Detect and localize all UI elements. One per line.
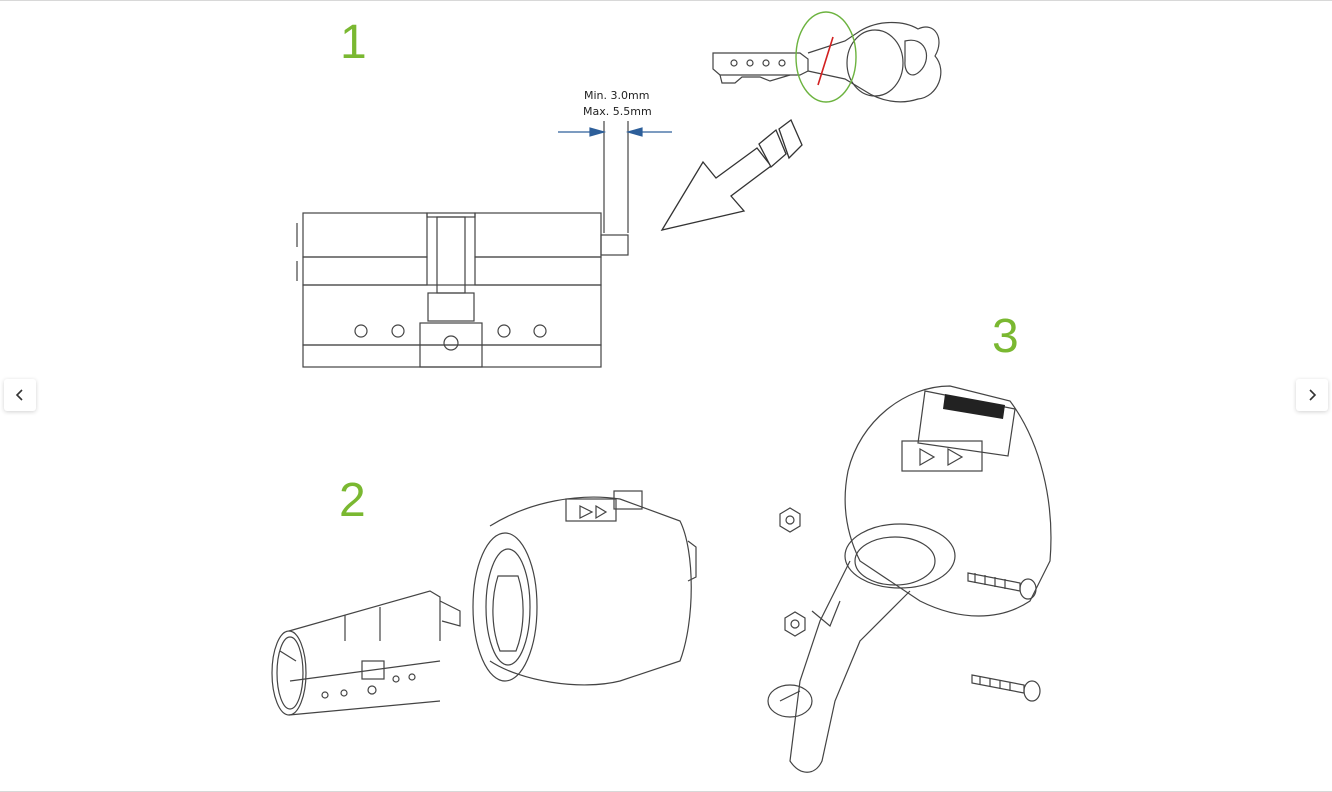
cylinder-side-view (296, 212, 629, 368)
smart-lock-module-side (472, 490, 697, 686)
dimension-max-label: Max. 5.5mm (583, 105, 652, 118)
screw-top (967, 572, 1037, 600)
smart-lock-assembled (767, 385, 1052, 773)
chevron-left-icon (15, 389, 23, 401)
nut-bottom (784, 611, 806, 637)
step-number-2: 2 (339, 474, 366, 527)
dimension-markers (558, 121, 672, 233)
nut-top (779, 507, 801, 533)
screw-bottom (971, 674, 1041, 702)
previous-slide-button[interactable] (4, 379, 36, 411)
chevron-right-icon (1309, 389, 1317, 401)
next-slide-button[interactable] (1296, 379, 1328, 411)
insert-arrow (660, 118, 803, 231)
key-illustration (712, 11, 942, 103)
step-number-1: 1 (340, 16, 367, 69)
dimension-min-label: Min. 3.0mm (584, 89, 650, 102)
cylinder-perspective (271, 590, 461, 716)
step-number-3: 3 (992, 310, 1019, 363)
